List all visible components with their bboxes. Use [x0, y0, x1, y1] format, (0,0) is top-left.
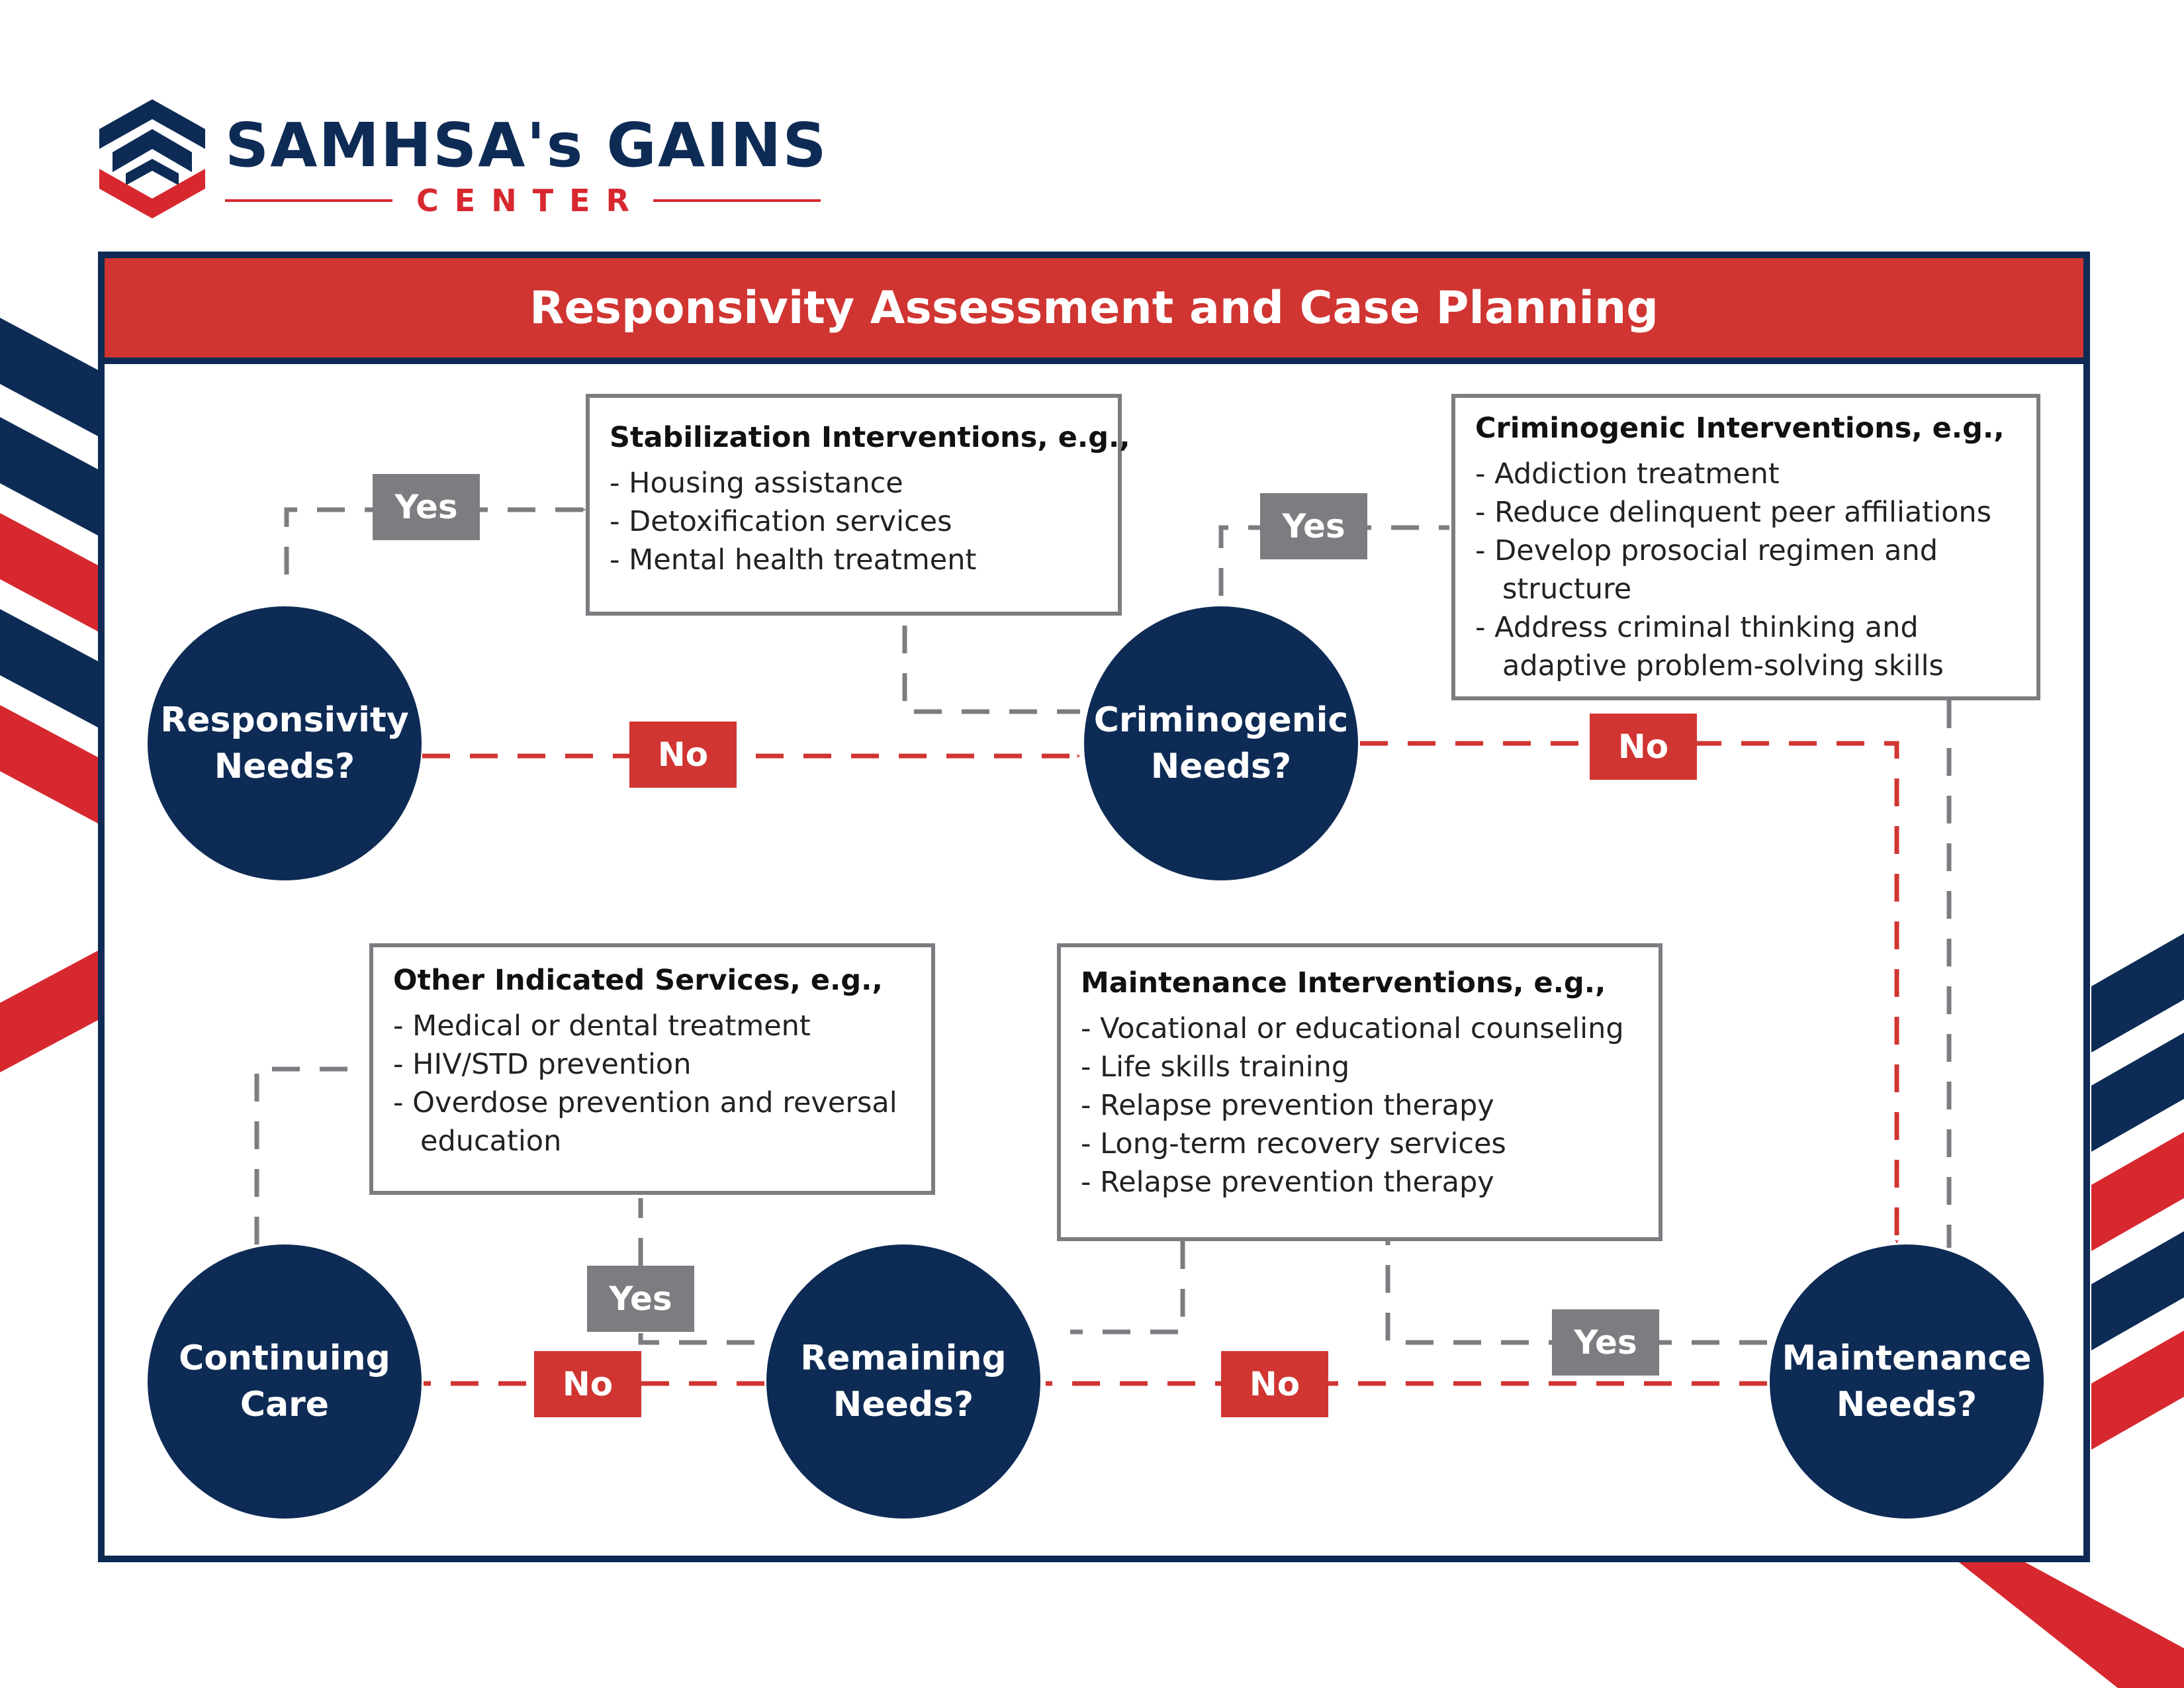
logo-line-left — [225, 199, 393, 202]
list-item: - Develop prosocial regimen and — [1475, 534, 1938, 567]
node-continuing-care: Continuing Care — [148, 1244, 422, 1519]
connector-remaining-yes — [638, 1197, 754, 1345]
list-item: - Addiction treatment — [1475, 457, 1780, 491]
connector-criminogenic-no — [1360, 741, 1899, 1244]
box-maintenance-interventions: Maintenance Interventions, e.g., - Vocat… — [1057, 943, 1662, 1241]
node-maintenance-label: Maintenance Needs? — [1782, 1338, 2032, 1425]
list-item: - Housing assistance — [610, 467, 903, 500]
list-item: education — [393, 1125, 562, 1158]
diagram-title: Responsivity Assessment and Case Plannin… — [529, 281, 1659, 334]
node-responsivity-needs: Responsivity Needs? — [148, 606, 422, 880]
logo: SAMHSA's GAINS CENTER — [225, 110, 828, 218]
box-criminogenic-interventions: Criminogenic Interventions, e.g., - Addi… — [1451, 394, 2040, 700]
connector-other-to-continuing — [254, 1066, 347, 1245]
box-stabilization-interventions: Stabilization Interventions, e.g., - Hou… — [586, 394, 1130, 616]
list-item: - Address criminal thinking and — [1475, 611, 1919, 644]
list-item: - Reduce delinquent peer affiliations — [1475, 496, 1992, 529]
left-stripes — [0, 318, 99, 1072]
box-other-title: Other Indicated Services, e.g., — [393, 964, 883, 997]
label-remaining-yes: Yes — [587, 1266, 694, 1332]
connector-responsivity-yes — [284, 507, 586, 575]
node-criminogenic-label: Criminogenic Needs? — [1093, 700, 1349, 786]
title-banner: Responsivity Assessment and Case Plannin… — [105, 258, 2083, 364]
box-maintenance-title: Maintenance Interventions, e.g., — [1081, 966, 1606, 1000]
label-responsivity-yes: Yes — [373, 474, 480, 540]
list-item: adaptive problem-solving skills — [1475, 649, 1944, 682]
list-item: - Life skills training — [1081, 1051, 1350, 1084]
box-stabilization-list: - Housing assistance - Detoxification se… — [610, 464, 1098, 579]
box-criminogenic-list: - Addiction treatment - Reduce delinquen… — [1475, 455, 2017, 685]
node-responsivity-label: Responsivity Needs? — [160, 700, 409, 786]
node-remaining-needs: Remaining Needs? — [766, 1244, 1040, 1519]
connector-maintenance-yes — [1385, 1237, 1767, 1345]
node-remaining-label: Remaining Needs? — [800, 1338, 1007, 1425]
list-item: - Medical or dental treatment — [393, 1009, 811, 1043]
label-maintenance-no: No — [1221, 1351, 1328, 1417]
box-other-list: - Medical or dental treatment - HIV/STD … — [393, 1007, 911, 1160]
connector-criminogenic-yes — [1218, 525, 1450, 596]
list-item: - Relapse prevention therapy — [1081, 1166, 1494, 1199]
label-remaining-no: No — [534, 1351, 641, 1417]
connector-stabilization-to-criminogenic — [902, 626, 1081, 714]
logo-line-right — [653, 199, 821, 202]
node-criminogenic-needs: Criminogenic Needs? — [1084, 606, 1358, 880]
list-item: - Relapse prevention therapy — [1081, 1089, 1494, 1122]
logo-subtitle-row: CENTER — [225, 183, 821, 218]
label-responsivity-no: No — [629, 722, 737, 788]
logo-name: SAMHSA's GAINS — [225, 110, 828, 181]
box-other-indicated-services: Other Indicated Services, e.g., - Medica… — [369, 943, 935, 1195]
label-maintenance-yes: Yes — [1552, 1309, 1659, 1376]
label-criminogenic-no: No — [1590, 714, 1697, 780]
connector-maintenance-box-to-remaining — [1069, 1241, 1185, 1335]
logo-mark — [99, 99, 205, 218]
box-maintenance-list: - Vocational or educational counseling -… — [1081, 1009, 1639, 1201]
list-item: structure — [1475, 573, 1632, 606]
list-item: - Vocational or educational counseling — [1081, 1012, 1624, 1045]
list-item: - Overdose prevention and reversal — [393, 1086, 897, 1119]
node-continuing-label: Continuing Care — [179, 1338, 390, 1425]
node-maintenance-needs: Maintenance Needs? — [1770, 1244, 2044, 1519]
box-stabilization-title: Stabilization Interventions, e.g., — [610, 421, 1130, 454]
logo-subtitle: CENTER — [416, 183, 645, 218]
box-criminogenic-title: Criminogenic Interventions, e.g., — [1475, 412, 2005, 445]
list-item: - Long-term recovery services — [1081, 1127, 1506, 1160]
list-item: - Mental health treatment — [610, 543, 977, 577]
list-item: - HIV/STD prevention — [393, 1048, 692, 1081]
list-item: - Detoxification services — [610, 505, 952, 538]
label-criminogenic-yes: Yes — [1260, 493, 1367, 559]
right-stripes — [1959, 933, 2184, 1688]
